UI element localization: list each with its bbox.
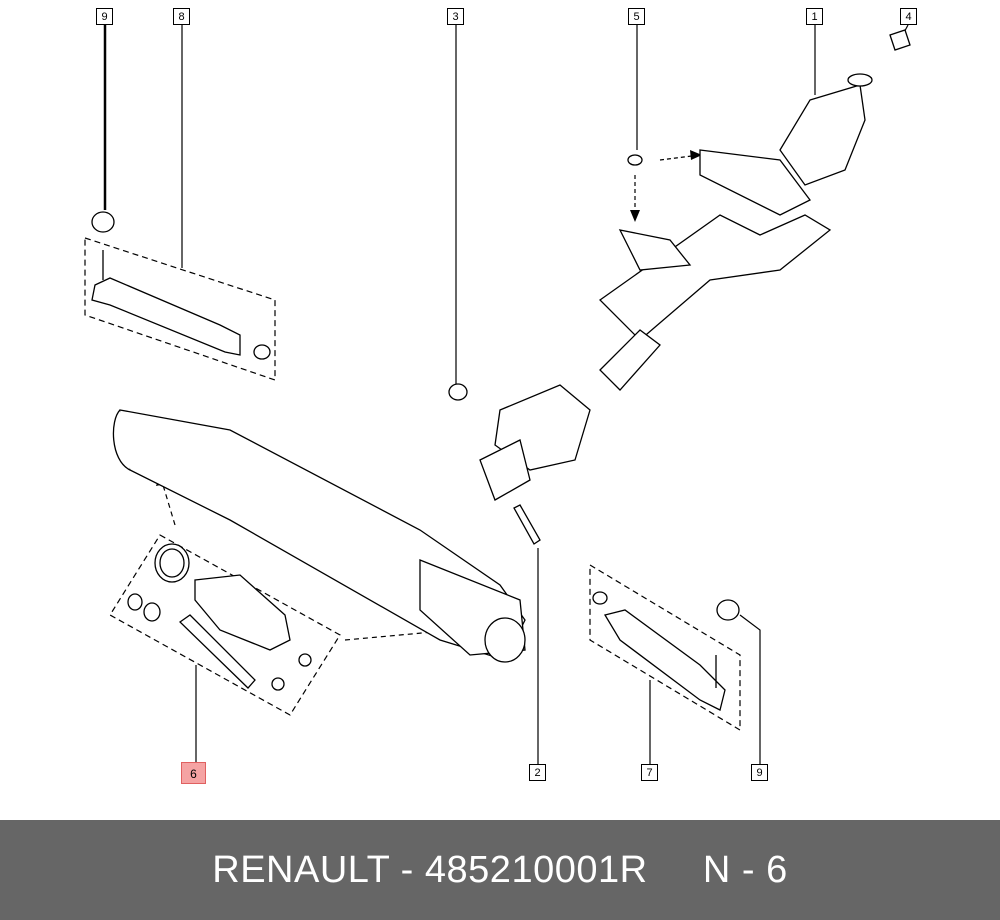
inner-tie-rod-kit-group (109, 534, 341, 716)
tie-rod-end-left-drawing (91, 277, 241, 356)
callout-5[interactable]: 5 (628, 8, 645, 25)
inner-tie-rod-kit-drawing (127, 543, 312, 691)
tie-rod-end-right-drawing (603, 609, 726, 711)
callout-2[interactable]: 2 (529, 764, 546, 781)
footer-bar: RENAULT - 485210001R N - 6 (0, 820, 1000, 920)
callout-4[interactable]: 4 (900, 8, 917, 25)
callout-3[interactable]: 3 (447, 8, 464, 25)
steering-column-drawing (448, 29, 911, 545)
diagram-drawing (84, 24, 911, 765)
steering-rack-drawing (112, 409, 526, 663)
footer-gap (648, 849, 703, 891)
callout-9-left[interactable]: 9 (96, 8, 113, 25)
callout-7[interactable]: 7 (641, 764, 658, 781)
callout-1[interactable]: 1 (806, 8, 823, 25)
callout-9-right[interactable]: 9 (751, 764, 768, 781)
footer-text: RENAULT - 485210001R N - 6 (212, 849, 787, 892)
footer-separator: - (389, 848, 425, 891)
parts-diagram: 9 8 3 5 1 4 2 6 7 9 (84, 8, 917, 784)
leader-line-9-right (739, 614, 761, 765)
tie-rod-end-left-group (84, 237, 276, 381)
callout-8[interactable]: 8 (173, 8, 190, 25)
position-label: N - 6 (702, 848, 788, 891)
brand-name: RENAULT (212, 848, 390, 891)
callout-6-highlighted[interactable]: 6 (181, 762, 206, 784)
part-number: 485210001R (424, 848, 648, 891)
